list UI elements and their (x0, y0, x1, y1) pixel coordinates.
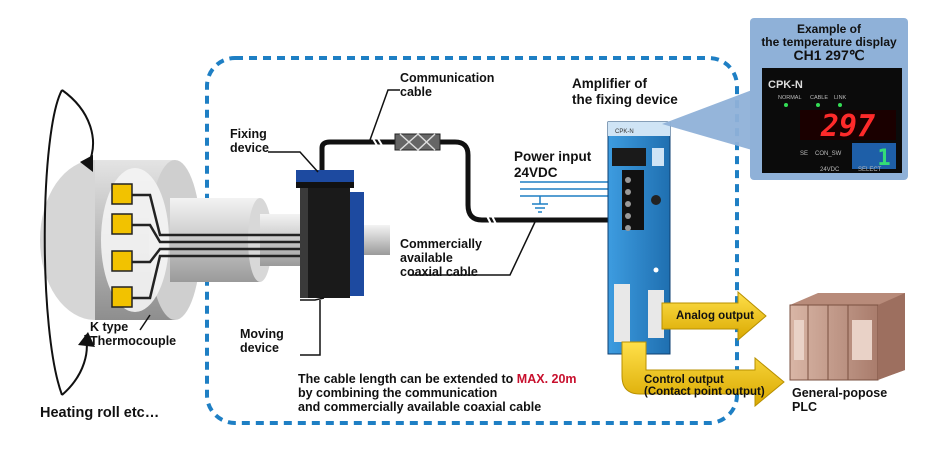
amplifier-line1: Amplifier of (572, 76, 648, 91)
amplifier-unit: CPK-N (607, 121, 671, 355)
power-input-line2: 24VDC (514, 165, 558, 180)
rotation-arrow-icon (43, 89, 95, 396)
power-input-lines (520, 181, 624, 197)
note-line2: by combining the communication (298, 386, 498, 400)
control-output-line1: Control output (644, 374, 724, 386)
heating-roll-label: Heating roll etc… (40, 405, 160, 421)
coaxial-cable-line1: Commercially (400, 237, 482, 251)
fixing-device-line2: device (230, 141, 269, 155)
moving-device-label: Moving device (240, 327, 284, 355)
fixing-device-line1: Fixing (230, 127, 267, 141)
control-output-arrow (621, 341, 785, 408)
moving-device (296, 170, 364, 298)
control-output-label: Control output (Contact point output) (644, 374, 765, 398)
display-callout (662, 90, 752, 150)
display-title-line2: the temperature display (761, 35, 897, 49)
ground-icon (532, 196, 548, 213)
communication-cable-line1: Communication (400, 71, 495, 85)
thermocouple-connector-icon (111, 183, 133, 308)
communication-cable-line2: cable (400, 85, 432, 99)
analog-output-label: Analog output (676, 310, 754, 322)
coaxial-cable-label: Commercially available coaxial cable (400, 237, 482, 279)
heating-roll (40, 160, 390, 320)
display-title: Example of the temperature display CH1 2… (752, 22, 906, 63)
moving-device-line1: Moving (240, 327, 284, 341)
coaxial-cable-line3: coaxial cable (400, 265, 478, 279)
plc-line1: General-popose (792, 386, 888, 400)
note-line1: The cable length can be extended to MAX.… (298, 372, 577, 386)
note-max-length: MAX. 20m (516, 372, 577, 386)
thermocouple-wires (130, 193, 300, 300)
thermocouple-line2: Thermocouple (90, 334, 177, 348)
communication-cable (319, 136, 620, 227)
power-input-line1: Power input (514, 149, 592, 164)
plc-label: General-popose PLC (792, 386, 887, 414)
control-output-line2: (Contact point output) (644, 386, 765, 398)
note-line3: and commercially available coaxial cable (298, 400, 542, 414)
amplifier-line2: the fixing device (572, 92, 678, 107)
cable-length-note: The cable length can be extended to MAX.… (298, 372, 577, 414)
note-line1-prefix: The cable length can be extended to (298, 372, 517, 386)
amplifier-label: Amplifier of the fixing device (572, 76, 678, 108)
plc-line2: PLC (792, 400, 817, 414)
plc-unit (789, 293, 905, 381)
moving-device-line2: device (240, 341, 279, 355)
cable-joint-icon (394, 132, 441, 152)
display-title-line3: CH1 297℃ (793, 47, 865, 63)
thermocouple-label: K type Thermocouple (90, 320, 176, 348)
display-title-line1: Example of (796, 22, 862, 36)
power-input-label: Power input 24VDC (514, 149, 591, 181)
thermocouple-line1: K type (90, 320, 129, 334)
fixing-device-label: Fixing device (230, 127, 269, 155)
communication-cable-label: Communication cable (400, 71, 494, 99)
leader-lines (139, 89, 536, 356)
coaxial-cable-line2: available (400, 251, 453, 265)
amplifier-model-text: CPK-N (615, 129, 634, 135)
analog-output-arrow (661, 290, 767, 342)
